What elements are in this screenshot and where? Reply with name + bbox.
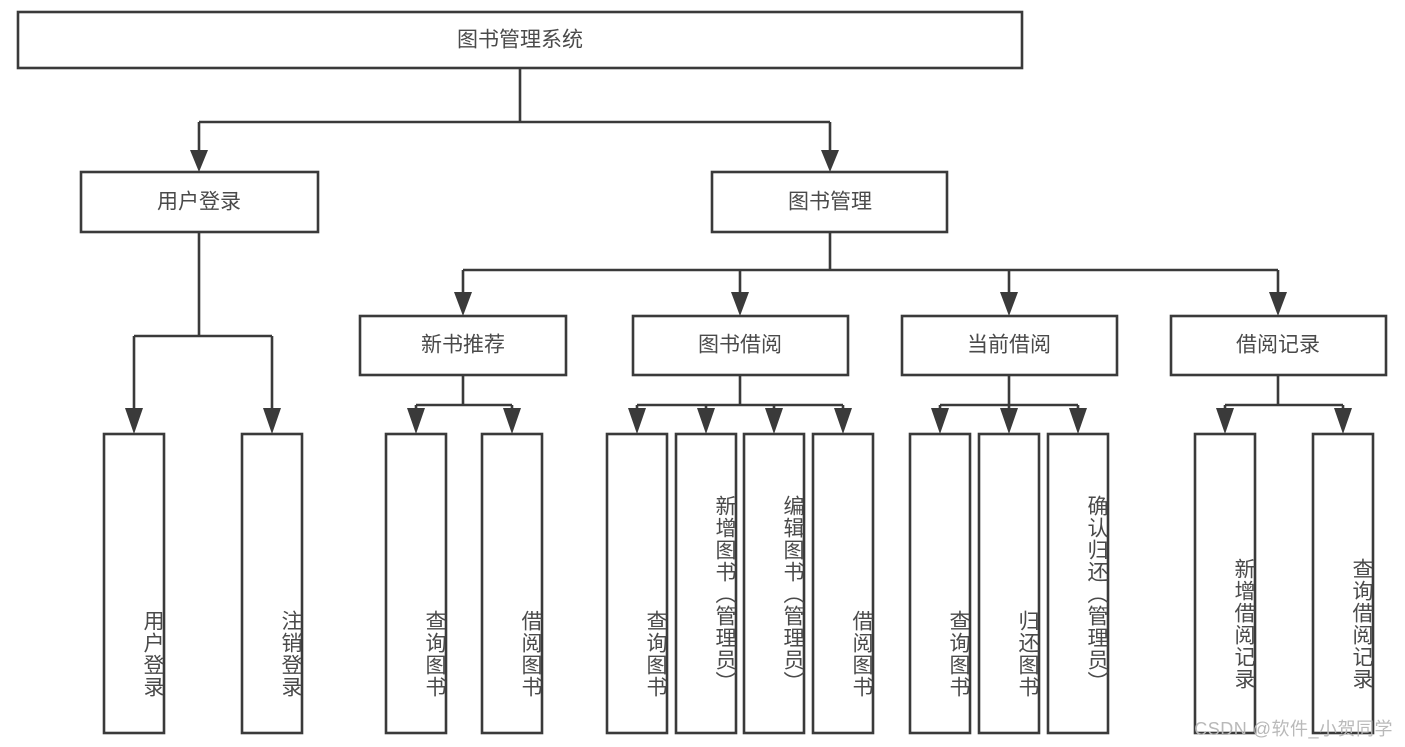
arrow-to-leaf-5 — [628, 408, 646, 434]
arrow-to-leaf-9 — [931, 408, 949, 434]
arrow-to-leaf-2 — [263, 408, 281, 434]
arrow-to-book-manage — [821, 150, 839, 172]
node-leaf-6[interactable] — [674, 432, 738, 735]
arrow-to-leaf-7 — [765, 408, 783, 434]
csdn-watermark: CSDN @软件_小贺同学 — [1194, 719, 1393, 739]
node-current-borrow[interactable] — [900, 314, 1119, 377]
arrow-to-leaf-3 — [407, 408, 425, 434]
node-leaf-4[interactable] — [480, 432, 544, 735]
node-leaf-5[interactable] — [605, 432, 669, 735]
node-user-login-label: 用户登录 — [157, 191, 241, 214]
node-book-borrow[interactable] — [631, 314, 850, 377]
node-book-borrow-label: 图书借阅 — [698, 334, 782, 357]
arrow-to-leaf-12 — [1216, 408, 1234, 434]
node-leaf-1[interactable] — [102, 432, 166, 735]
arrow-to-leaf-13 — [1334, 408, 1352, 434]
arrow-to-leaf-4 — [503, 408, 521, 434]
node-book-manage[interactable] — [710, 170, 949, 234]
node-leaf-12[interactable] — [1193, 432, 1257, 735]
node-leaf-11[interactable] — [1046, 432, 1110, 735]
node-new-book-rec-label: 新书推荐 — [421, 334, 505, 357]
arrow-to-leaf-11 — [1069, 408, 1087, 434]
node-leaf-10[interactable] — [977, 432, 1041, 735]
node-leaf-2[interactable] — [240, 432, 304, 735]
node-root-label: 图书管理系统 — [457, 29, 583, 52]
node-borrow-record[interactable] — [1169, 314, 1388, 377]
arrowhead-layer — [125, 150, 1352, 434]
arrow-to-borrow-record — [1269, 292, 1287, 316]
node-layer: 图书管理系统 用户登录 图书管理 新书推荐 图书借阅 当前借阅 借阅记录 — [16, 10, 1388, 735]
node-leaf-3[interactable] — [384, 432, 448, 735]
arrow-to-leaf-8 — [834, 408, 852, 434]
arrow-to-leaf-6 — [697, 408, 715, 434]
node-new-book-rec[interactable] — [358, 314, 568, 377]
arrow-to-leaf-1 — [125, 408, 143, 434]
node-leaf-13[interactable] — [1311, 432, 1375, 735]
node-leaf-9[interactable] — [908, 432, 972, 735]
node-leaf-7[interactable] — [742, 432, 806, 735]
arrow-to-leaf-10 — [1000, 408, 1018, 434]
node-book-manage-label: 图书管理 — [788, 191, 872, 214]
arrow-to-user-login — [190, 150, 208, 172]
arrow-to-current-borrow — [1000, 292, 1018, 316]
arrow-to-book-borrow — [731, 292, 749, 316]
node-user-login[interactable] — [79, 170, 320, 234]
node-leaf-8[interactable] — [811, 432, 875, 735]
arrow-to-new-book-rec — [454, 292, 472, 316]
node-current-borrow-label: 当前借阅 — [967, 334, 1051, 357]
node-root[interactable] — [16, 10, 1024, 70]
node-borrow-record-label: 借阅记录 — [1236, 334, 1320, 357]
